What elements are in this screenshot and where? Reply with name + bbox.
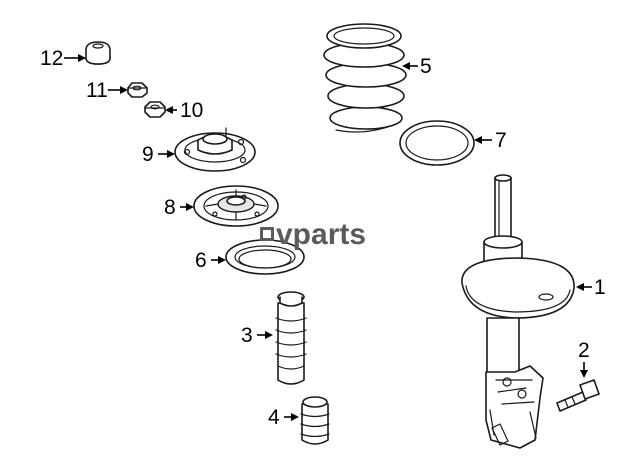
watermark: vparts xyxy=(260,218,366,251)
callout-9-label: 9 xyxy=(142,143,154,166)
callout-4: 4 xyxy=(268,406,299,429)
part-11-nut xyxy=(127,82,148,98)
callout-5-label: 5 xyxy=(420,55,432,78)
part-10-nut xyxy=(144,101,166,118)
callout-3: 3 xyxy=(241,324,273,347)
part-4-jounce-bumper xyxy=(300,396,330,445)
callout-6-label: 6 xyxy=(195,249,207,272)
watermark-text: vparts xyxy=(276,218,366,251)
callout-11-label: 11 xyxy=(86,79,108,102)
callout-12-label: 12 xyxy=(40,47,63,70)
callout-6: 6 xyxy=(195,249,226,272)
part-9-strut-mount xyxy=(174,127,256,172)
part-1-strut xyxy=(461,174,575,449)
part-12-cap xyxy=(85,41,111,65)
callout-9: 9 xyxy=(142,143,175,166)
callout-10-label: 10 xyxy=(180,99,203,122)
callout-5: 5 xyxy=(402,55,432,78)
callout-10: 10 xyxy=(165,99,203,122)
part-3-dust-boot xyxy=(275,291,307,385)
callout-3-label: 3 xyxy=(241,324,253,347)
part-2-bolt xyxy=(556,379,600,412)
callout-12: 12 xyxy=(40,47,86,70)
callout-1: 1 xyxy=(576,276,606,299)
callout-4-label: 4 xyxy=(268,406,280,429)
callout-1-label: 1 xyxy=(594,276,606,299)
callout-2-label: 2 xyxy=(578,339,590,362)
callout-8: 8 xyxy=(164,196,194,219)
callout-2: 2 xyxy=(578,339,590,378)
part-7-insulator-ring xyxy=(399,120,475,166)
callout-7: 7 xyxy=(474,129,507,152)
callout-8-label: 8 xyxy=(164,196,176,219)
callout-7-label: 7 xyxy=(495,129,507,152)
callout-11: 11 xyxy=(86,79,128,102)
part-5-coil-spring xyxy=(323,23,407,133)
part-8-bearing-plate xyxy=(193,185,279,227)
